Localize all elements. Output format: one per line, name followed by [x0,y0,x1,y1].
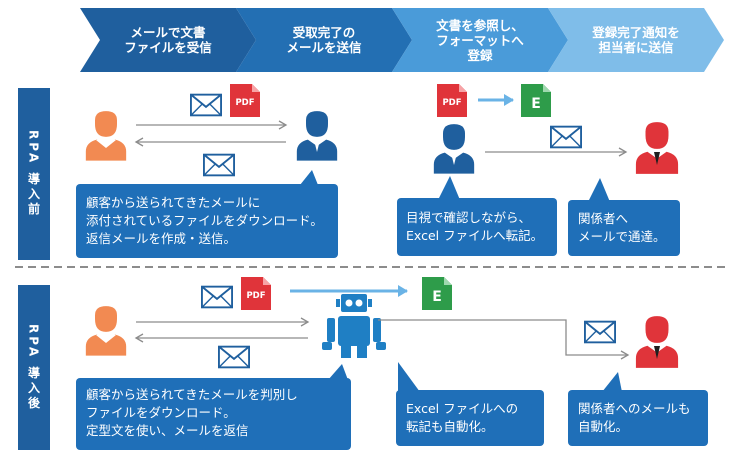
bubble-after-1-text: 顧客から送られてきたメールを判別し ファイルをダウンロード。 定型文を使い、メー… [86,387,298,438]
step-2-chevron [236,8,412,72]
bubble-before-1-text: 顧客から送られてきたメールに 添付されているファイルをダウンロード。 返信メール… [86,195,323,246]
arrow-elbow [378,319,630,360]
pdf-icon: PDF [241,277,271,310]
manager-icon-before [636,122,678,174]
pdf-icon: PDF [230,84,260,117]
step-4-chevron [548,8,724,72]
step-3-chevron [392,8,568,72]
svg-text:E: E [432,289,442,305]
step-3-label: 文書を参照し、 フォーマットへ 登録 [436,17,524,63]
process-steps-banner [80,8,724,72]
bubble-before-1 [76,170,338,258]
step-4-label: 登録完了通知を 担当者に送信 [592,25,680,55]
envelope-icon [191,95,221,116]
step-2-label: 受取完了の メールを送信 [286,25,362,55]
envelope-icon [202,287,232,308]
manager-icon-after [636,316,678,368]
robot-icon [322,294,386,358]
envelope-icon [204,155,234,176]
step-1-chevron [80,8,256,72]
customer-icon-before [86,111,126,160]
svg-text:PDF: PDF [246,291,265,301]
svg-text:PDF: PDF [235,98,254,108]
customer-icon-after [86,306,126,356]
svg-text:PDF: PDF [442,98,461,108]
bubble-after-3-text: 関係者へのメールも 自動化。 [578,401,691,434]
bubble-after-2 [396,362,544,446]
bubble-before-3 [568,178,680,256]
bubble-before-2-text: 目視で確認しながら、 Excel ファイルへ転記。 [406,210,544,243]
bubble-after-2-text: Excel ファイルへの 転記も自動化。 [406,401,519,434]
bubble-before-2 [397,176,557,256]
bubble-after-3 [568,372,708,446]
envelope-icon [219,347,249,368]
step-1-label: メールで文書 ファイルを受信 [124,25,212,55]
section-divider [15,266,728,268]
bubble-after-1 [76,364,351,450]
section-after-label: RPA 導入後 [18,285,50,450]
excel-icon: E [422,277,452,310]
bubble-before-3-text: 関係者へ メールで通達。 [578,211,666,244]
staff-icon-before [297,111,337,160]
pdf-icon: PDF [437,84,467,117]
excel-icon: E [521,84,551,117]
envelope-icon [585,322,615,343]
envelope-icon [551,127,581,148]
staff-icon-worker [434,124,474,173]
svg-text:E: E [531,96,541,112]
section-before-label: RPA 導入前 [18,88,50,260]
